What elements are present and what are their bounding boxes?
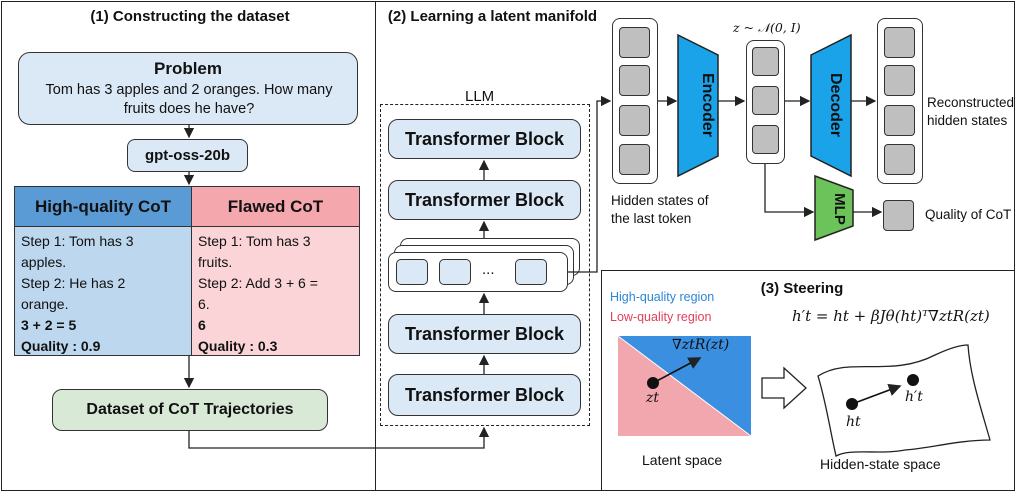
reconstructed-label: Reconstructed hidden states (927, 94, 1014, 130)
transformer-block: Transformer Block (388, 314, 581, 354)
decision-boundary (617, 335, 752, 437)
recon-cell (884, 105, 915, 136)
hq-quality: Quality : 0.9 (21, 338, 101, 354)
latent-column (746, 40, 785, 164)
model-box: gpt-oss-20b (127, 139, 248, 172)
mlp (814, 174, 854, 242)
hq-cot-steps: Step 1: Tom has 3 apples. Step 2: He has… (21, 231, 134, 357)
hq-step-line: apples. (21, 254, 67, 270)
transformer-block: Transformer Block (388, 180, 581, 220)
mlp-label: MLP (831, 193, 848, 225)
hq-region-label: High-quality region (610, 290, 715, 304)
llm-to-hidden-line (568, 95, 612, 273)
flawed-cot-header: Flawed CoT (192, 187, 359, 227)
problem-title: Problem (153, 59, 223, 78)
problem-box: Problem Tom has 3 apples and 2 oranges. … (18, 52, 358, 125)
hidden-state-manifold (817, 344, 991, 457)
flawed-cot-steps: Step 1: Tom has 3 fruits. Step 2: Add 3 … (198, 231, 318, 357)
hidden-state-stack-front: ... (388, 252, 568, 292)
lq-region-label: Low-quality region (610, 310, 712, 324)
dataset-to-llm-line (188, 426, 490, 449)
hq-answer: 3 + 2 = 5 (21, 317, 77, 333)
panel2-title: (2) Learning a latent manifold (387, 8, 598, 25)
gradient-label: ∇ztR(zt) (672, 337, 730, 353)
transition-arrow (761, 366, 807, 410)
hq-step-line: orange. (21, 296, 69, 312)
hidden-state-cell (619, 65, 650, 96)
h-label: ht (846, 414, 861, 430)
hidden-space-label: Hidden-state space (820, 456, 941, 472)
flawed-cot-box: Flawed CoT Step 1: Tom has 3 fruits. Ste… (192, 186, 360, 356)
hidden-states-label: Hidden states of the last token (611, 192, 709, 228)
h-prime-point (907, 374, 919, 386)
quality-label: Quality of CoT (925, 207, 1012, 222)
hidden-states-column (612, 18, 658, 184)
llm-frame (380, 104, 590, 426)
fl-answer: 6 (198, 317, 206, 333)
dataset-box: Dataset of CoT Trajectories (52, 389, 328, 431)
z-label: zt (646, 390, 660, 406)
hq-step-line: Step 2: He has 2 (21, 275, 126, 291)
recon-cell (884, 65, 915, 96)
decoder (810, 33, 852, 178)
encoder (677, 33, 719, 178)
transformer-block: Transformer Block (388, 119, 581, 159)
hq-cot-header: High-quality CoT (15, 187, 191, 227)
hidden-label-line: the last token (611, 211, 692, 226)
hq-step-line: Step 1: Tom has 3 (21, 233, 134, 249)
recon-label-line: hidden states (927, 113, 1008, 128)
latent-to-mlp-line (764, 164, 815, 218)
h-prime-label: h′t (905, 389, 923, 405)
steering-arrow (851, 383, 902, 405)
reconstructed-column (877, 18, 923, 184)
fl-step-line: Step 1: Tom has 3 (198, 233, 311, 249)
hidden-cell (515, 259, 547, 285)
ellipsis: ... (482, 261, 495, 278)
fl-step-line: Step 2: Add 3 + 6 = (198, 275, 318, 291)
z-distribution: z ~ 𝒩(0, I) (733, 20, 801, 35)
hidden-state-cell (619, 105, 650, 136)
transformer-block: Transformer Block (388, 374, 581, 416)
panel1-title: (1) Constructing the dataset (90, 8, 290, 25)
fl-step-line: fruits. (198, 254, 233, 270)
latent-cell (752, 125, 779, 154)
llm-label: LLM (465, 88, 495, 105)
fl-step-line: 6. (198, 296, 210, 312)
recon-cell (884, 144, 915, 175)
panel3-title: (3) Steering (760, 280, 844, 297)
recon-cell (884, 27, 915, 58)
hidden-label-line: Hidden states of (611, 193, 709, 208)
latent-space-label: Latent space (642, 452, 723, 468)
quality-output-cell (883, 200, 914, 231)
hidden-cell (439, 259, 471, 285)
decoder-label: Decoder (827, 73, 844, 137)
hq-cot-box: High-quality CoT Step 1: Tom has 3 apple… (14, 186, 192, 356)
latent-cell (752, 86, 779, 115)
hidden-cell (396, 259, 428, 285)
encoder-label: Encoder (699, 73, 716, 137)
fl-quality: Quality : 0.3 (198, 338, 278, 354)
hidden-state-cell (619, 144, 650, 175)
hidden-state-cell (619, 27, 650, 58)
recon-label-line: Reconstructed (927, 95, 1015, 110)
steering-equation: h′t = ht + βJθ(ht)ᵀ∇ztR(zt) (792, 307, 990, 325)
problem-text: Tom has 3 apples and 2 oranges. How many… (45, 82, 333, 117)
latent-cell (752, 47, 779, 76)
gradient-arrow (652, 357, 702, 384)
panel-steering (601, 270, 1015, 491)
